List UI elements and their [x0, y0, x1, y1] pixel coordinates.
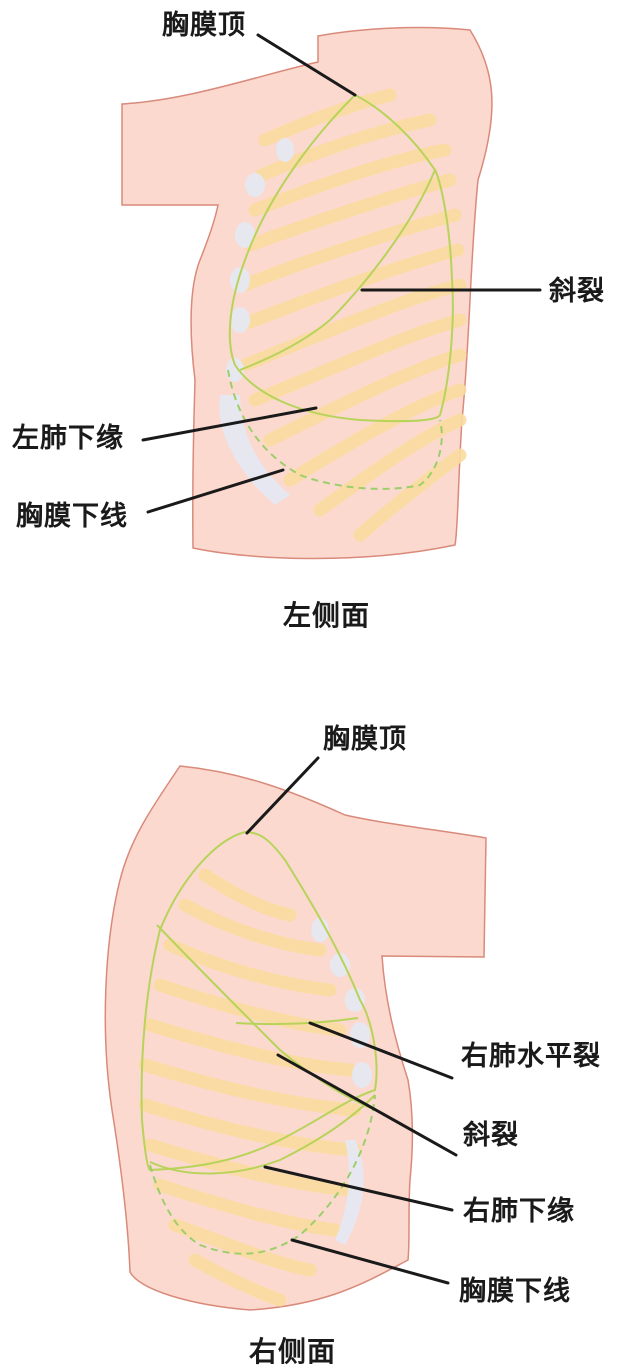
label-horizontal-fissure: 右肺水平裂 — [461, 1041, 601, 1072]
right-lung-outline — [140, 830, 378, 1172]
left-lung-outline — [228, 93, 454, 423]
right-lung-lower-border — [149, 1094, 376, 1175]
label-pleural-lower-line: 胸膜下线 — [459, 1276, 571, 1307]
left-thorax-illustration — [121, 26, 542, 560]
right-lateral-view: 胸膜顶 右肺水平裂 斜裂 右肺下缘 胸膜下线 右侧面 — [0, 700, 640, 1371]
left-pleural-lower-line — [227, 369, 443, 490]
label-pleural-apex: 胸膜顶 — [162, 10, 246, 41]
label-right-lung-lower-border: 右肺下缘 — [463, 1196, 575, 1227]
left-oblique-fissure — [239, 169, 436, 371]
caption-left-view: 左侧面 — [283, 599, 371, 632]
label-left-lung-lower-border: 左肺下缘 — [12, 423, 124, 454]
right-pleural-lower-line — [149, 1094, 376, 1255]
label-pleural-lower-line: 胸膜下线 — [16, 501, 128, 532]
left-lateral-view: 胸膜顶 斜裂 左肺下缘 胸膜下线 左侧面 — [0, 0, 640, 660]
right-horizontal-fissure — [235, 1017, 359, 1026]
label-pleural-apex: 胸膜顶 — [323, 724, 407, 755]
label-oblique-fissure: 斜裂 — [463, 1120, 519, 1151]
caption-right-view: 右侧面 — [249, 1335, 337, 1368]
right-thorax-illustration — [104, 756, 487, 1311]
right-oblique-fissure — [156, 924, 376, 1111]
label-oblique-fissure: 斜裂 — [549, 276, 605, 307]
